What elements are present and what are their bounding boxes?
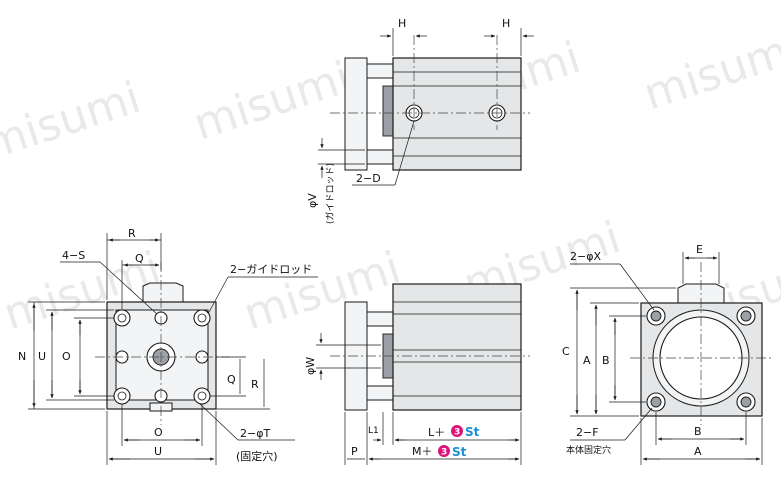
dim-label-b-bottom: B	[694, 425, 702, 438]
top-view: H H φV (ガイドロッド) 2−D	[306, 17, 534, 224]
side-view-guide-rod	[366, 385, 394, 401]
dim-label-r: R	[128, 227, 136, 240]
top-view-end-plate	[344, 57, 368, 171]
dim-label-a: A	[583, 354, 591, 367]
stroke-badge-number: 3	[441, 448, 447, 458]
stroke-badge	[438, 445, 450, 457]
head-end-view: E 2−φX C A B 2−F 本体固定穴 B	[562, 243, 772, 465]
watermark-text: misumi	[188, 52, 357, 150]
top-view-rod-upper	[366, 63, 394, 79]
dim-label-q-right: Q	[227, 373, 236, 386]
dim-label-l-plus: L＋	[428, 426, 445, 439]
dim-label-m-plus: M＋	[412, 445, 433, 458]
dim-label-b: B	[602, 354, 610, 367]
dim-label-u: U	[38, 350, 46, 363]
dim-label-n: N	[18, 350, 26, 363]
top-view-piston-rod	[382, 85, 394, 137]
callout-2-guide-rod: 2−ガイドロッド	[230, 263, 312, 276]
rod-end-view: R Q 4−S 2−ガイドロッド N U O	[18, 227, 318, 465]
dim-label-e: E	[696, 243, 703, 256]
stroke-badge	[451, 425, 463, 437]
dim-label-l1: L1	[368, 426, 379, 436]
guide-rod-note: (ガイドロッド)	[325, 163, 336, 224]
callout-4-s: 4−S	[62, 249, 85, 262]
callout-2-f: 2−F	[576, 426, 599, 439]
callout-2-d: 2−D	[356, 172, 381, 185]
dim-label-c: C	[562, 345, 570, 358]
dim-label-phi-v: φV	[306, 193, 319, 208]
dim-label-r-right: R	[251, 378, 259, 391]
side-view-guide-rod	[366, 311, 394, 327]
dim-label-u-bottom: U	[154, 445, 162, 458]
watermark-text: misumi	[638, 22, 781, 120]
side-view: φW L1 L＋ 3 St P M＋ 3 St	[304, 283, 530, 465]
dim-label-o-bottom: O	[154, 426, 163, 439]
watermark-text: misumi	[0, 72, 147, 170]
top-view-rod-lower	[366, 149, 394, 165]
body-fixing-hole-note: 本体固定穴	[566, 444, 611, 456]
dim-label-q: Q	[135, 252, 144, 265]
stroke-label: St	[452, 445, 467, 459]
side-view-body	[392, 283, 522, 411]
dim-label-p: P	[351, 445, 358, 458]
callout-2-phi-x: 2−φX	[570, 250, 601, 263]
fixing-hole-note: (固定穴)	[236, 449, 278, 463]
rod-end-view-boss	[142, 282, 184, 303]
stroke-label: St	[465, 425, 480, 439]
dim-label-h: H	[398, 17, 406, 30]
dim-label-a-bottom: A	[694, 445, 702, 458]
dim-label-h: H	[502, 17, 510, 30]
dim-label-phi-w: φW	[304, 357, 317, 375]
callout-2-phi-t: 2−φT	[240, 427, 270, 440]
dim-label-o: O	[62, 350, 71, 363]
stroke-badge-number: 3	[454, 428, 460, 438]
